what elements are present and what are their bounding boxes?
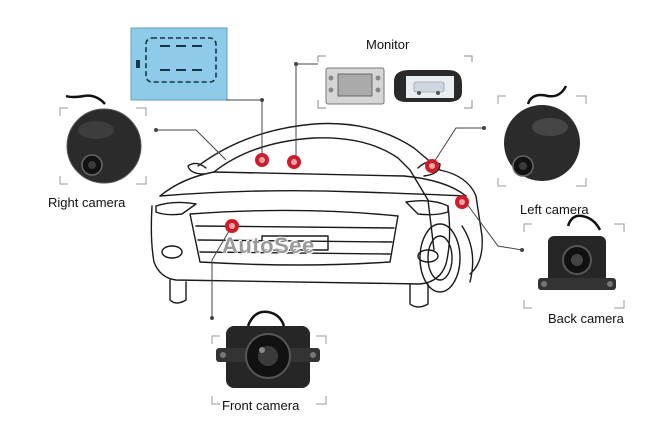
marker-left-camera — [425, 159, 439, 173]
marker-front-camera — [225, 219, 239, 233]
right-camera-bracket — [59, 107, 147, 185]
leader-dots — [154, 62, 524, 320]
marker-back-camera — [455, 195, 469, 209]
left-camera-label: Left camera — [520, 202, 589, 217]
right-camera — [65, 94, 142, 184]
right-camera-label: Right camera — [48, 195, 126, 210]
watermark-text: AutoSee — [222, 233, 315, 258]
left-camera — [504, 85, 580, 181]
marker-control-box — [255, 153, 269, 167]
front-camera — [216, 310, 320, 388]
marker-monitor — [287, 155, 301, 169]
head-unit-monitor — [325, 67, 385, 105]
camera-position-markers — [225, 153, 469, 233]
back-camera — [538, 214, 616, 290]
control-box — [130, 27, 228, 101]
mirror-monitor — [394, 70, 462, 102]
left-camera-bracket — [497, 95, 587, 187]
car-sketch — [150, 122, 483, 308]
front-camera-label: Front camera — [222, 398, 300, 413]
back-camera-bracket — [523, 223, 625, 309]
front-camera-bracket — [211, 335, 327, 405]
monitor-label: Monitor — [366, 37, 410, 52]
back-camera-label: Back camera — [548, 311, 624, 326]
monitor-bracket — [317, 55, 473, 109]
